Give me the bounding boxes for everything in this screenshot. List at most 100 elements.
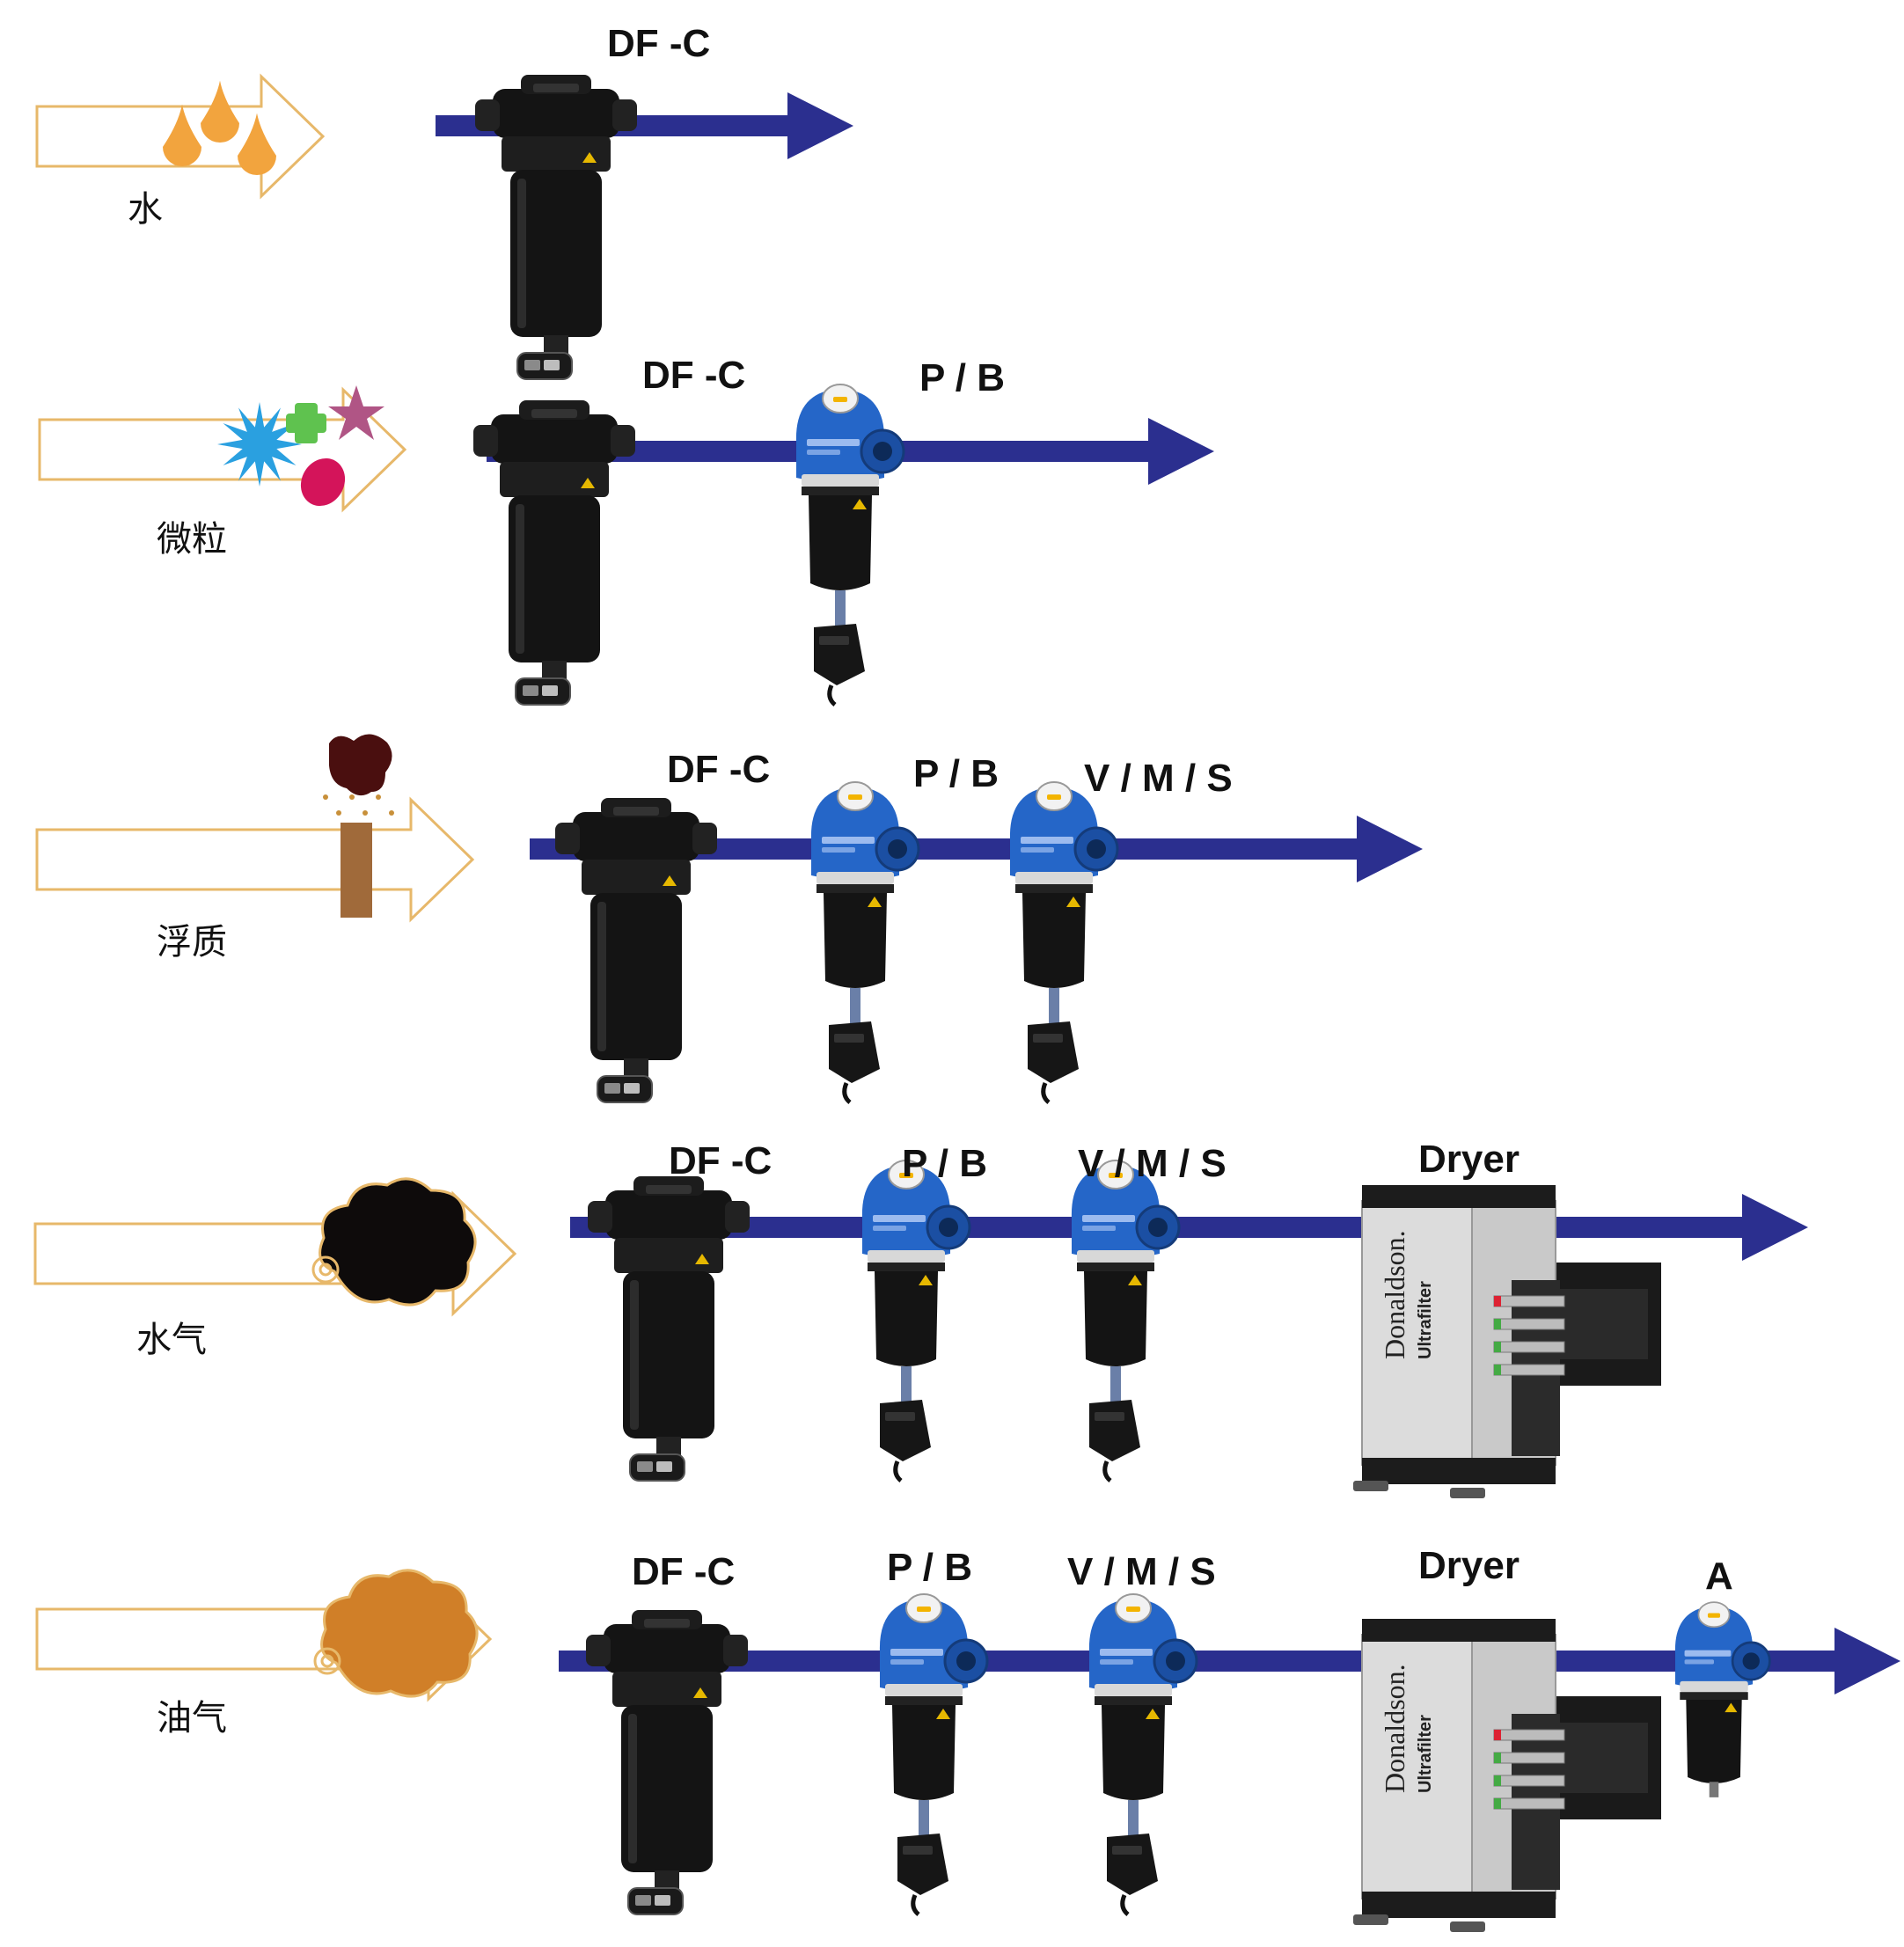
df-c-filter [473, 400, 635, 706]
row-1 [35, 73, 853, 380]
status-led [1493, 1318, 1565, 1330]
brand-text [1082, 1215, 1135, 1222]
warning-icon [581, 478, 595, 488]
filter-bowl [1084, 1271, 1147, 1366]
filter-bowl [1022, 893, 1086, 988]
brand-text [822, 837, 875, 844]
zero-loss-drain [829, 1021, 880, 1083]
stage-label: P / B [913, 752, 1000, 795]
warning-icon [695, 1254, 709, 1264]
brand-text [1100, 1649, 1153, 1656]
row-4: Donaldson.Ultrafilter [33, 1160, 1808, 1498]
stage-label: DF -C [642, 354, 746, 397]
contaminant-category-label: 水气 [136, 1320, 207, 1360]
particles-icon [217, 385, 384, 507]
brand-text [873, 1215, 926, 1222]
status-led [1493, 1752, 1565, 1764]
row-3 [35, 734, 1423, 1104]
stage-label: DF -C [632, 1550, 736, 1593]
dryer-product-text: Ultrafilter [1416, 1281, 1435, 1359]
warning-icon [1066, 897, 1080, 907]
status-led [1493, 1341, 1565, 1353]
aerosol-droplet [362, 810, 368, 816]
contaminant-group [35, 73, 326, 200]
outlet-port [611, 425, 635, 457]
warning-icon [693, 1687, 707, 1698]
filter-bowl [892, 1705, 956, 1800]
warning-icon [1725, 1702, 1738, 1713]
aerosol-droplet [349, 794, 355, 800]
brand-plate [531, 409, 577, 418]
stage-label: DF -C [669, 1139, 773, 1182]
drain-tube [1049, 988, 1059, 1023]
aerosol-droplet [376, 794, 381, 800]
water-drop [163, 104, 201, 166]
df-c-filter [555, 798, 717, 1103]
filter-bowl [621, 1705, 713, 1872]
warning-icon [936, 1709, 950, 1719]
dryer-foot [1450, 1488, 1485, 1498]
outlet-port [692, 823, 717, 854]
stage-label: V / M / S [1084, 757, 1233, 800]
warning-icon [1128, 1275, 1142, 1285]
contaminant-category-label: 水 [128, 189, 163, 230]
filter-bowl [875, 1271, 938, 1366]
ultrafilter [810, 781, 920, 1104]
status-led [1493, 1775, 1565, 1787]
filter-bowl [824, 893, 887, 988]
adsorption-dryer: Donaldson.Ultrafilter [1353, 1619, 1661, 1932]
drain-tube [1110, 1366, 1121, 1402]
df-c-filter [588, 1176, 750, 1482]
aerosol-droplet [389, 810, 394, 816]
zero-loss-drain [1028, 1021, 1079, 1083]
brand-text [890, 1649, 943, 1656]
warning-icon [582, 152, 597, 163]
status-led [1493, 1797, 1565, 1810]
contaminant-group [35, 1569, 493, 1702]
zero-loss-drain [1107, 1834, 1158, 1895]
drain-valve [1709, 1782, 1719, 1797]
particle-blob [300, 457, 346, 507]
aerosol-droplet [323, 794, 328, 800]
row-5: Donaldson.Ultrafilter [35, 1569, 1900, 1932]
flow-arrowhead [1148, 418, 1214, 485]
ultrafilter [1071, 1160, 1181, 1482]
brand-text [1684, 1650, 1732, 1657]
warning-icon [853, 499, 867, 509]
adsorption-dryer: Donaldson.Ultrafilter [1353, 1185, 1661, 1498]
drain-tube [850, 988, 860, 1023]
aerosol-icon [323, 734, 394, 918]
ultrafilter [795, 384, 905, 706]
brand-text [807, 439, 860, 446]
status-led [1493, 1729, 1565, 1741]
particle-burst [217, 402, 302, 487]
warning-icon [663, 875, 677, 886]
swirl [311, 1255, 340, 1284]
outlet-port [612, 99, 637, 131]
brand-plate [533, 84, 579, 92]
ultrafilter [861, 1160, 971, 1482]
stage-label: P / B [887, 1546, 973, 1589]
filter-bowl [809, 495, 872, 590]
inlet-port [475, 99, 500, 131]
inlet-port [586, 1635, 611, 1666]
stage-label: A [1705, 1555, 1733, 1598]
contaminant-category-label: 油气 [157, 1698, 227, 1738]
stage-label: Dryer [1418, 1138, 1520, 1181]
flow-line [559, 1651, 1839, 1672]
row-2 [38, 384, 1214, 706]
dryer-foot [1353, 1481, 1388, 1491]
swirl [313, 1647, 341, 1675]
dryer-column-left [1361, 1200, 1473, 1466]
stage-label: DF -C [667, 748, 771, 791]
dryer-bottom-cap [1362, 1892, 1556, 1918]
outlet-port [723, 1635, 748, 1666]
ultrafilter [879, 1593, 989, 1916]
stage-label: V / M / S [1067, 1550, 1216, 1593]
dryer-top-cap [1362, 1185, 1556, 1208]
water-vapor-cloud-icon [311, 1177, 477, 1307]
brand-plate [644, 1619, 690, 1628]
warning-icon [919, 1275, 933, 1285]
brand-plate [646, 1185, 692, 1194]
